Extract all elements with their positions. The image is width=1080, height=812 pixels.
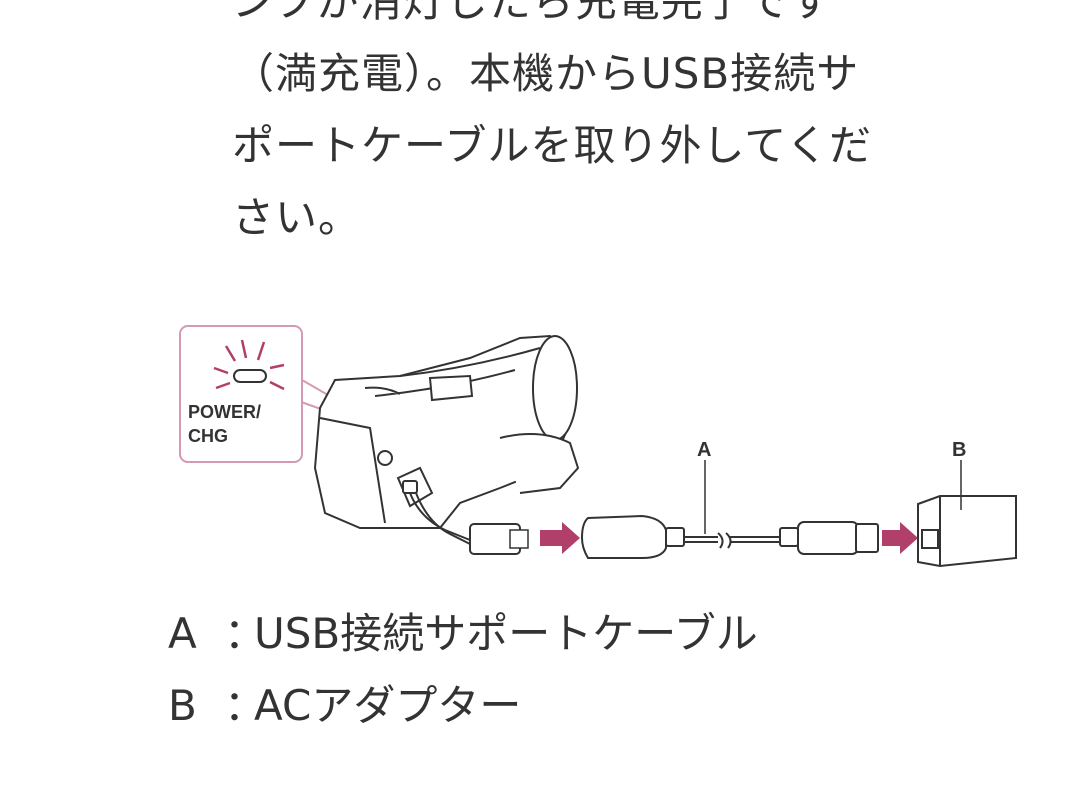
figure-legend: A：USB接続サポートケーブル B：ACアダプター [168, 598, 758, 742]
legend-text: USB接続サポートケーブル [254, 609, 758, 658]
instruction-line: ンプが消灯したら充電完了です [232, 0, 833, 26]
blinking-lamp-icon [213, 339, 285, 391]
ac-adapter-icon [917, 495, 1017, 568]
legend-key: B [168, 681, 197, 730]
power-chg-lamp-callout: POWER/ CHG [179, 325, 403, 463]
legend-item-b: B ：ACアダプター [168, 670, 758, 742]
charging-diagram: POWER/ CHG A [179, 325, 1017, 568]
instruction-paragraph: ンプが消灯したら充電完了です （満充電）。本機からUSB接続サ ポートケーブルを… [232, 0, 1012, 254]
legend-separator: ： [224, 609, 267, 658]
lamp-label-power: POWER/ [188, 402, 261, 422]
instruction-line: ポートケーブルを取り外してくだ [232, 121, 872, 170]
lamp-label-chg: CHG [188, 426, 228, 446]
connect-arrow-icon [540, 522, 580, 554]
legend-separator: ： [224, 681, 267, 730]
camcorder-icon [313, 334, 580, 529]
callout-label-b: B [952, 439, 966, 461]
legend-text: ACアダプター [254, 681, 522, 730]
instruction-line: （満充電）。本機からUSB接続サ [232, 49, 860, 98]
legend-key: A [168, 609, 197, 658]
usb-support-cable [580, 514, 879, 559]
instruction-line: さい。 [232, 193, 362, 242]
legend-item-a: A ：USB接続サポートケーブル [168, 598, 758, 670]
usb-cable-camera-side [409, 492, 529, 555]
connect-arrow-icon [882, 522, 918, 554]
callout-label-a: A [697, 439, 711, 461]
